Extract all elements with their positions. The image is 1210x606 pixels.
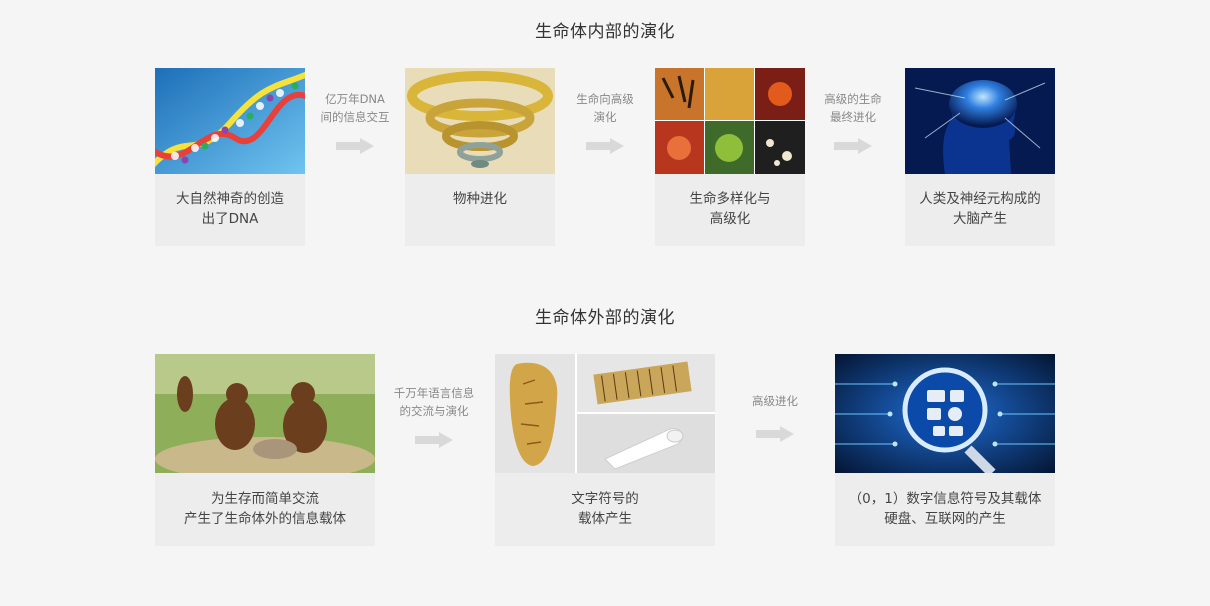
card-caption: 人类及神经元构成的 大脑产生 bbox=[905, 189, 1055, 229]
caption-line: （0，1）数字信息符号及其载体 bbox=[848, 491, 1042, 507]
caption-line: 人类及神经元构成的 bbox=[919, 191, 1041, 207]
arrow-label-line: 千万年语言信息 bbox=[393, 386, 475, 400]
card-dna: 大自然神奇的创造 出了DNA bbox=[155, 68, 305, 246]
card-caption: 生命多样化与 高级化 bbox=[655, 189, 805, 229]
script-carriers-image bbox=[495, 354, 715, 473]
card-caption: 大自然神奇的创造 出了DNA bbox=[155, 189, 305, 229]
species-spiral-image bbox=[405, 68, 555, 174]
card-early-humans: 为生存而简单交流 产生了生命体外的信息载体 bbox=[155, 354, 375, 546]
caption-line: 产生了生命体外的信息载体 bbox=[184, 511, 346, 527]
arrow-label-line: 间的信息交互 bbox=[320, 110, 390, 124]
arrow-label-line: 演化 bbox=[593, 110, 617, 124]
card-caption: 为生存而简单交流 产生了生命体外的信息载体 bbox=[155, 489, 375, 529]
right-arrow-icon bbox=[834, 138, 872, 154]
arrow-label-line: 高级的生命 bbox=[824, 92, 882, 106]
glowing-brain-image bbox=[905, 68, 1055, 174]
caption-line: 高级化 bbox=[709, 211, 751, 227]
caption-line: 载体产生 bbox=[578, 511, 632, 527]
arrow-humans-to-script: 千万年语言信息 的交流与演化 bbox=[384, 384, 484, 448]
arrow-label-line: 生命向高级 bbox=[576, 92, 634, 106]
card-caption: 物种进化 bbox=[405, 189, 555, 209]
arrow-script-to-digital: 高级进化 bbox=[725, 392, 825, 442]
dna-helix-image bbox=[155, 68, 305, 174]
early-humans-image bbox=[155, 354, 375, 473]
arrow-label: 亿万年DNA 间的信息交互 bbox=[310, 90, 400, 126]
card-diversity: 生命多样化与 高级化 bbox=[655, 68, 805, 246]
arrow-diversity-to-brain: 高级的生命 最终进化 bbox=[808, 90, 898, 154]
arrow-label: 生命向高级 演化 bbox=[560, 90, 650, 126]
right-arrow-icon bbox=[756, 426, 794, 442]
card-caption: 文字符号的 载体产生 bbox=[495, 489, 715, 529]
arrow-label: 千万年语言信息 的交流与演化 bbox=[384, 384, 484, 420]
caption-line: 大脑产生 bbox=[953, 211, 1007, 227]
arrow-label-line: 亿万年DNA bbox=[325, 92, 385, 106]
section-title-inner: 生命体内部的演化 bbox=[535, 22, 675, 42]
card-species: 物种进化 bbox=[405, 68, 555, 246]
caption-line: 大自然神奇的创造 bbox=[176, 191, 284, 207]
caption-line: 出了DNA bbox=[201, 211, 259, 227]
right-arrow-icon bbox=[586, 138, 624, 154]
card-script-carriers: 文字符号的 载体产生 bbox=[495, 354, 715, 546]
arrow-dna-to-species: 亿万年DNA 间的信息交互 bbox=[310, 90, 400, 154]
right-arrow-icon bbox=[336, 138, 374, 154]
arrow-label: 高级的生命 最终进化 bbox=[808, 90, 898, 126]
arrow-label-line: 最终进化 bbox=[830, 110, 876, 124]
right-arrow-icon bbox=[415, 432, 453, 448]
section-title-outer: 生命体外部的演化 bbox=[535, 308, 675, 328]
caption-line: 文字符号的 bbox=[571, 491, 639, 507]
card-digital: （0，1）数字信息符号及其载体 硬盘、互联网的产生 bbox=[835, 354, 1055, 546]
caption-line: 物种进化 bbox=[453, 191, 507, 207]
arrow-label: 高级进化 bbox=[725, 392, 825, 410]
digital-magnifier-image bbox=[835, 354, 1055, 473]
card-brain: 人类及神经元构成的 大脑产生 bbox=[905, 68, 1055, 246]
caption-line: 硬盘、互联网的产生 bbox=[884, 511, 1006, 527]
arrow-label-line: 的交流与演化 bbox=[399, 404, 469, 418]
arrow-species-to-diversity: 生命向高级 演化 bbox=[560, 90, 650, 154]
arrow-label-line: 高级进化 bbox=[752, 394, 798, 408]
card-caption: （0，1）数字信息符号及其载体 硬盘、互联网的产生 bbox=[835, 489, 1055, 529]
caption-line: 生命多样化与 bbox=[689, 191, 771, 207]
animal-collage-image bbox=[655, 68, 805, 174]
caption-line: 为生存而简单交流 bbox=[211, 491, 319, 507]
